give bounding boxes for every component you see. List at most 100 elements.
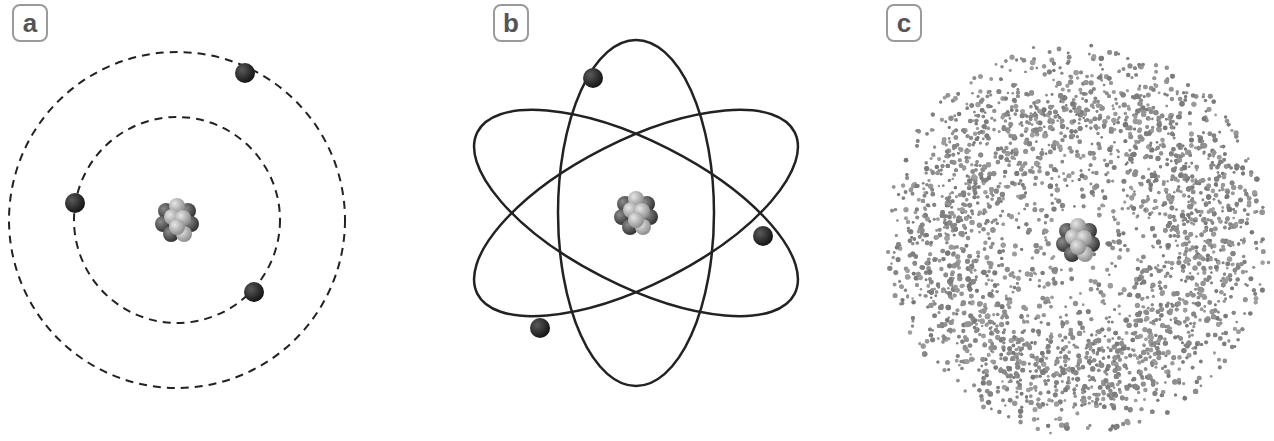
cloud-dot <box>999 182 1002 185</box>
cloud-dot <box>986 400 991 405</box>
cloud-dot <box>1248 311 1253 316</box>
cloud-dot <box>1079 292 1082 295</box>
cloud-dot <box>1050 193 1053 196</box>
cloud-dot <box>1121 338 1124 341</box>
cloud-dot <box>1067 52 1070 55</box>
cloud-dot <box>1141 175 1146 180</box>
cloud-dot <box>1135 227 1139 231</box>
cloud-dot <box>1202 247 1207 252</box>
cloud-dot <box>1060 269 1063 272</box>
cloud-dot <box>1082 117 1084 119</box>
cloud-dot <box>938 185 941 188</box>
cloud-dot <box>1023 149 1028 154</box>
cloud-dot <box>1222 359 1227 364</box>
cloud-dot <box>1061 105 1065 109</box>
cloud-dot <box>1004 185 1007 188</box>
cloud-dot <box>1076 312 1079 315</box>
cloud-dot <box>937 157 941 161</box>
cloud-dot <box>944 232 946 234</box>
cloud-dot <box>1143 388 1148 393</box>
cloud-dot <box>1170 361 1174 365</box>
cloud-dot <box>1260 288 1265 293</box>
cloud-dot <box>943 160 946 163</box>
cloud-dot <box>1054 388 1058 392</box>
cloud-dot <box>1159 303 1163 307</box>
cloud-dot <box>1223 293 1226 296</box>
cloud-dot <box>942 334 946 338</box>
cloud-dot <box>1081 365 1086 370</box>
cloud-dot <box>1199 210 1203 214</box>
cloud-dot <box>993 365 998 370</box>
cloud-dot <box>924 171 927 174</box>
cloud-dot <box>987 353 991 357</box>
cloud-dot <box>965 148 968 151</box>
cloud-dot <box>1175 208 1178 211</box>
cloud-dot <box>1204 340 1208 344</box>
cloud-dot <box>1062 100 1065 103</box>
cloud-dot <box>1189 272 1192 275</box>
cloud-dot <box>1194 217 1197 220</box>
cloud-dot <box>917 198 921 202</box>
cloud-dot <box>921 239 924 242</box>
cloud-dot <box>1235 321 1237 323</box>
cloud-dot <box>1176 260 1181 265</box>
cloud-dot <box>984 111 987 114</box>
cloud-dot <box>1057 47 1062 52</box>
cloud-dot <box>1197 261 1202 266</box>
cloud-dot <box>1127 63 1132 68</box>
cloud-dot <box>1222 261 1225 264</box>
cloud-dot <box>1010 151 1014 155</box>
cloud-dot <box>993 155 997 159</box>
cloud-dot <box>1064 364 1067 367</box>
cloud-dot <box>1169 274 1173 278</box>
cloud-dot <box>1020 121 1023 124</box>
cloud-dot <box>1210 271 1213 274</box>
cloud-dot <box>1122 102 1127 107</box>
cloud-dot <box>1217 358 1221 362</box>
cloud-dot <box>1128 134 1133 139</box>
cloud-dot <box>1147 307 1150 310</box>
cloud-dot <box>1018 414 1023 419</box>
cloud-dot <box>1199 360 1203 364</box>
cloud-dot <box>887 266 892 271</box>
cloud-dot <box>1126 89 1129 92</box>
cloud-dot <box>1034 369 1038 373</box>
cloud-dot <box>1158 91 1161 94</box>
cloud-dot <box>1187 331 1191 335</box>
cloud-dot <box>977 213 980 216</box>
cloud-dot <box>1039 208 1044 213</box>
cloud-dot <box>972 76 976 80</box>
cloud-dot <box>1247 200 1252 205</box>
cloud-dot <box>1041 148 1044 151</box>
cloud-dot <box>1198 318 1202 322</box>
cloud-dot <box>1190 179 1194 183</box>
cloud-dot <box>1059 356 1062 359</box>
cloud-dot <box>1175 240 1177 242</box>
cloud-dot <box>1201 266 1206 271</box>
cloud-dot <box>1209 228 1214 233</box>
cloud-dot <box>968 343 973 348</box>
cloud-dot <box>948 137 951 140</box>
cloud-dot <box>1029 394 1033 398</box>
cloud-dot <box>1032 417 1037 422</box>
cloud-dot <box>1191 329 1194 332</box>
cloud-dot <box>915 207 919 211</box>
cloud-dot <box>915 241 919 245</box>
cloud-dot <box>1131 348 1134 351</box>
cloud-dot <box>915 215 919 219</box>
cloud-dot <box>1105 316 1108 319</box>
cloud-dot <box>1238 197 1243 202</box>
cloud-dot <box>1182 193 1186 197</box>
cloud-dot <box>968 176 971 179</box>
cloud-dot <box>973 132 978 137</box>
cloud-dot <box>955 254 960 259</box>
cloud-dot <box>987 279 990 282</box>
cloud-dot <box>1031 256 1035 260</box>
cloud-dot <box>952 173 956 177</box>
cloud-dot <box>1245 270 1248 273</box>
cloud-dot <box>1152 391 1157 396</box>
cloud-dot <box>1166 180 1168 182</box>
cloud-dot <box>1196 169 1198 171</box>
cloud-dot <box>1020 392 1024 396</box>
cloud-dot <box>999 214 1003 218</box>
